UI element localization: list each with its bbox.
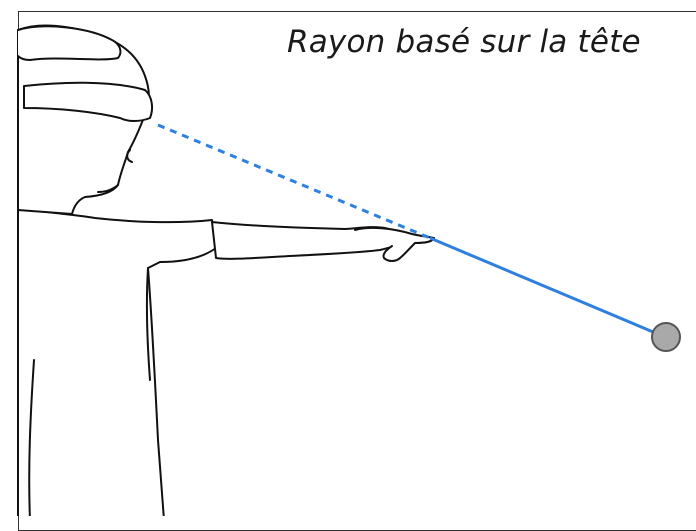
diagram-canvas [17,24,681,516]
person-shirt-folds [28,267,151,516]
target-circle-icon [651,322,681,352]
person-pointing-icon [17,24,435,516]
head-ray-dashed [157,123,431,240]
diagram-title: Rayon basé sur la tête [287,24,641,60]
ray-solid [429,236,666,339]
person-hair [17,25,122,61]
person-face-detail [97,149,133,193]
vr-headset-icon [23,81,154,122]
person-hand [354,226,435,262]
person-torso [17,207,217,516]
